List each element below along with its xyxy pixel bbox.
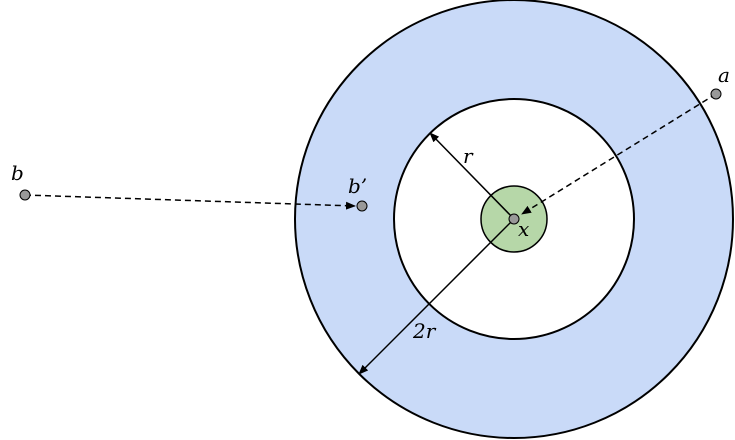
label-2r: 2r: [412, 319, 437, 343]
label-r: r: [463, 144, 474, 168]
point-b: [19, 189, 31, 201]
radius-2r-arrow: [358, 218, 515, 375]
point-a: [710, 88, 722, 100]
b-to-bprime-dashed-arrow: [24, 194, 356, 210]
a-to-x-dashed-arrow: [521, 93, 717, 215]
label-b-prime: b’: [348, 174, 367, 198]
point-b-prime: [356, 200, 368, 212]
label-b: b: [11, 161, 24, 185]
label-x: x: [518, 217, 529, 241]
radius-r-arrow: [429, 132, 515, 220]
point-x: [508, 213, 520, 225]
label-a: a: [718, 63, 730, 87]
